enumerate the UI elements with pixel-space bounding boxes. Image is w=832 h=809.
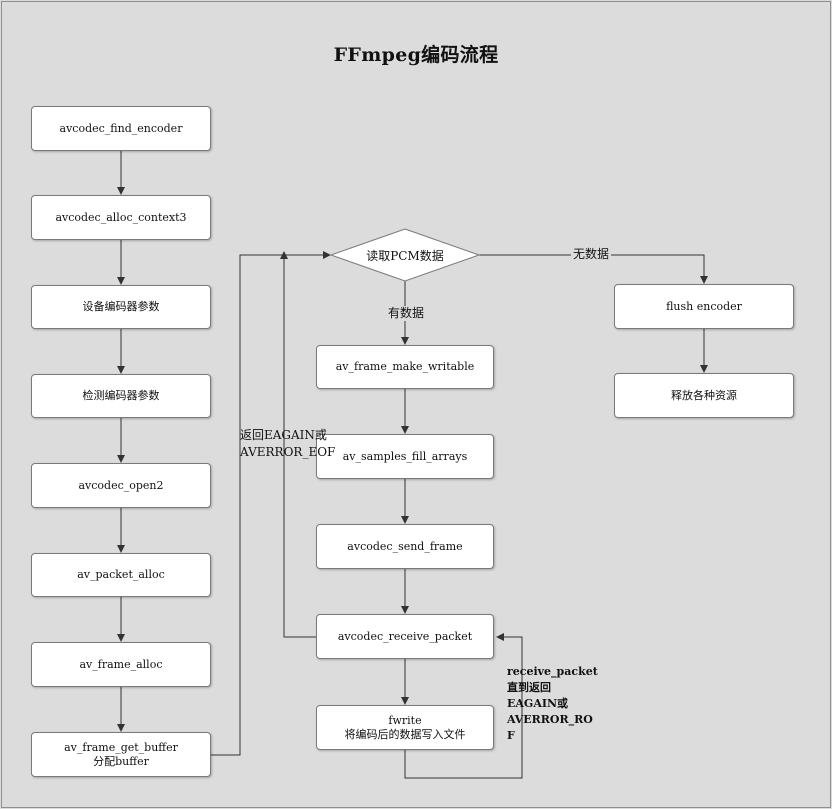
label-loop-back-line1: 返回EAGAIN或 [240,428,327,442]
node-samples-fill-arrays: av_samples_fill_arrays [316,434,494,479]
label-has-data: 有数据 [386,306,427,321]
label-no-data: 无数据 [571,247,612,262]
node-set-encoder-params: 设备编码器参数 [31,285,211,329]
node-label-line1: av_frame_get_buffer [64,740,178,754]
node-flush-encoder: flush encoder [614,284,794,329]
node-label: avcodec_alloc_context3 [55,210,187,224]
node-receive-packet: avcodec_receive_packet [316,614,494,659]
node-fwrite: fwrite 将编码后的数据写入文件 [316,705,494,750]
edge-fwrite-loop [404,633,523,779]
edge-decision-no-data [479,254,708,284]
node-make-writable: av_frame_make_writable [316,345,494,389]
label-receive-loop-line5: F [507,729,515,742]
node-label: 释放各种资源 [671,388,737,402]
diagram-title: FFmpeg编码流程 [333,44,499,66]
node-label: 设备编码器参数 [82,300,160,313]
node-label: avcodec_receive_packet [337,629,473,643]
edge-getbuffer-to-decision [211,251,331,756]
node-packet-alloc: av_packet_alloc [31,553,211,597]
label-receive-loop-line2: 直到返回 [507,681,551,694]
node-label: av_samples_fill_arrays [342,449,468,463]
node-label-line2: 分配buffer [93,754,149,768]
label-receive-loop-line1: receive_packet [507,665,598,678]
decision-diamond [329,228,481,282]
node-label-line2: 将编码后的数据写入文件 [344,727,466,741]
node-label: avcodec_send_frame [347,539,463,553]
node-open2: avcodec_open2 [31,463,211,508]
node-label: av_frame_alloc [79,657,163,671]
node-release-resources: 释放各种资源 [614,373,794,418]
label-receive-loop-line3: EAGAIN或 [507,697,569,710]
node-send-frame: avcodec_send_frame [316,524,494,569]
node-label-line1: fwrite [388,713,422,727]
node-alloc-context: avcodec_alloc_context3 [31,195,211,240]
node-check-encoder-params: 检测编码器参数 [31,374,211,418]
node-label: flush encoder [666,299,742,313]
node-frame-alloc: av_frame_alloc [31,642,211,687]
decision-read-pcm: 读取PCM数据 [366,248,444,263]
node-label: av_packet_alloc [77,568,165,581]
node-label: av_frame_make_writable [335,360,475,373]
edge-receive-loop-back [280,251,316,638]
label-loop-back-line2: AVERROR_EOF [240,445,336,459]
node-label: avcodec_find_encoder [59,121,183,135]
label-receive-loop-line4: AVERROR_RO [507,713,593,726]
node-frame-get-buffer: av_frame_get_buffer 分配buffer [31,732,211,777]
node-find-encoder: avcodec_find_encoder [31,106,211,151]
node-label: 检测编码器参数 [82,389,160,402]
node-label: avcodec_open2 [78,478,164,492]
